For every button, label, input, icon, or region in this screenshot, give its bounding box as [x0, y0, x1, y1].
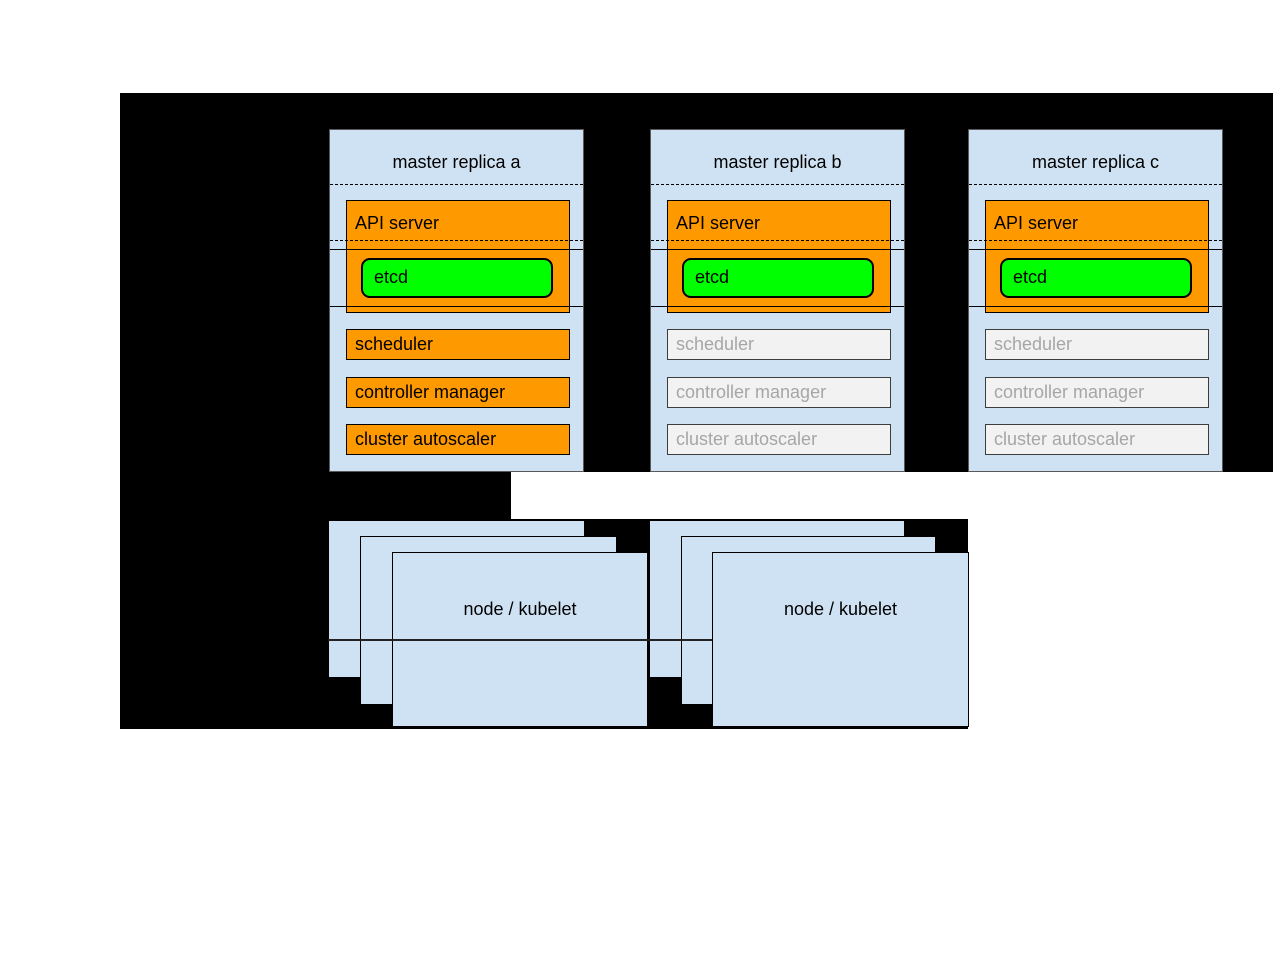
etcd-box: etcd	[1000, 258, 1192, 298]
dashed-divider	[651, 184, 904, 185]
controller-manager-box: controller manager	[346, 377, 570, 408]
controller-manager-box: controller manager	[667, 377, 891, 408]
etcd-label: etcd	[1013, 267, 1048, 287]
solid-divider	[969, 306, 1222, 307]
dashed-divider	[330, 240, 583, 241]
node-box-front: node / kubelet	[712, 552, 969, 727]
scheduler-box: scheduler	[346, 329, 570, 360]
api-server-label: API server	[994, 213, 1079, 233]
node-kubelet-label: node / kubelet	[463, 599, 577, 619]
canvas-background-middle	[120, 472, 511, 519]
etcd-label: etcd	[374, 267, 409, 287]
cluster-autoscaler-box: cluster autoscaler	[667, 424, 891, 455]
dashed-divider	[969, 184, 1222, 185]
scheduler-box: scheduler	[985, 329, 1209, 360]
controller-manager-box: controller manager	[985, 377, 1209, 408]
api-server-label: API server	[355, 213, 440, 233]
replica-title: master replica b	[713, 152, 842, 172]
solid-divider	[330, 306, 583, 307]
node-kubelet-label: node / kubelet	[783, 599, 898, 619]
scheduler-box: scheduler	[667, 329, 891, 360]
etcd-box: etcd	[682, 258, 874, 298]
solid-divider	[330, 249, 583, 250]
node-divider-line	[328, 639, 713, 641]
solid-divider	[969, 249, 1222, 250]
master-replica-a-panel: master replica a API server etcd schedul…	[329, 129, 584, 472]
master-replica-b-panel: master replica b API server etcd schedul…	[650, 129, 905, 472]
cluster-autoscaler-box: cluster autoscaler	[346, 424, 570, 455]
solid-divider	[651, 306, 904, 307]
etcd-label: etcd	[695, 267, 730, 287]
cluster-autoscaler-box: cluster autoscaler	[985, 424, 1209, 455]
replica-title: master replica a	[392, 152, 521, 172]
api-server-label: API server	[676, 213, 761, 233]
master-replica-c-panel: master replica c API server etcd schedul…	[968, 129, 1223, 472]
dashed-divider	[969, 240, 1222, 241]
dashed-divider	[651, 240, 904, 241]
etcd-box: etcd	[361, 258, 553, 298]
replica-title: master replica c	[1031, 152, 1160, 172]
solid-divider	[651, 249, 904, 250]
dashed-divider	[330, 184, 583, 185]
